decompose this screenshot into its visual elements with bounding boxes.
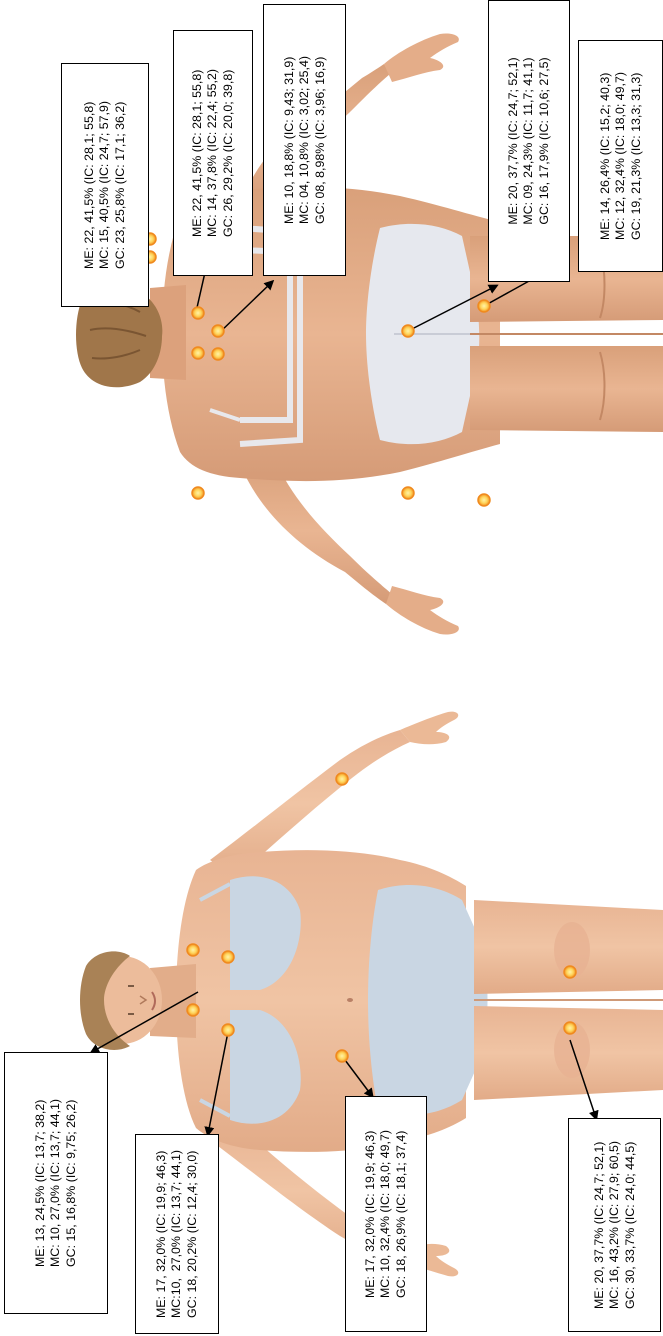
back-point-low-cervical — [192, 487, 204, 499]
front-head-me: ME: 13, 24,5% (IC: 13,7; 38,2) — [33, 1099, 48, 1267]
back-point-trapezius-2 — [192, 347, 204, 359]
back-trapezius-me: ME: 22, 41,5% (IC: 28,1; 55,8) — [190, 69, 205, 237]
back-hand-lower — [386, 586, 459, 635]
back-gluteal-gc: GC: 16, 17,9% (IC: 10,6; 27,5) — [537, 57, 552, 224]
back-trochanter-mc: MC: 12, 32,4% (IC: 18,0; 49,7) — [613, 72, 628, 240]
back-point-trochanter-2 — [478, 494, 490, 506]
back-point-trochanter-1 — [478, 300, 490, 312]
front-point-epicondyle-1 — [336, 1050, 348, 1062]
back-trochanter-box: ME: 14, 26,4% (IC: 15,2; 40,3) MC: 12, 3… — [578, 40, 663, 272]
front-underwear — [368, 885, 488, 1115]
back-leg-lower — [470, 346, 663, 432]
front-chest-mc: MC:10, 27,0% (IC: 13,7; 44,1) — [169, 1150, 184, 1318]
front-point-low-cervical-2 — [187, 944, 199, 956]
front-arm-gc: GC: 18, 26,9% (IC: 18,1; 37,4) — [394, 1130, 409, 1298]
front-knee-me: ME: 20, 37,7% (IC: 24,7; 52,1) — [591, 1141, 606, 1309]
front-point-second-rib-2 — [222, 951, 234, 963]
front-head-box: ME: 13, 24,5% (IC: 13,7; 38,2) MC: 10, 2… — [4, 1052, 108, 1314]
back-point-gluteal-2 — [402, 487, 414, 499]
back-trapezius-gc: GC: 26, 29,2% (IC: 20,0; 39,8) — [221, 69, 236, 237]
back-supraspinatus-me: ME: 10, 18,8% (IC: 9,43; 31,9) — [281, 56, 296, 224]
back-point-supraspinatus-1 — [212, 325, 224, 337]
back-gluteal-box: ME: 20, 37,7% (IC: 24,7; 52,1) MC: 09, 2… — [488, 0, 570, 282]
front-arm-mc: MC: 10, 32,4% (IC: 18,0; 49,7) — [378, 1130, 393, 1298]
front-chest-me: ME: 17, 32,0% (IC: 19,9; 46,3) — [154, 1150, 169, 1318]
front-head-gc: GC: 15, 16,8% (IC: 9,75; 26,2) — [64, 1099, 79, 1267]
back-point-gluteal-1 — [402, 325, 414, 337]
back-occiput-me: ME: 22, 41,5% (IC: 28,1; 55,8) — [82, 101, 97, 269]
back-body — [76, 33, 663, 634]
back-trapezius-mc: MC: 14, 37,8% (IC: 22,4; 55,2) — [205, 69, 220, 237]
front-knee-box: ME: 20, 37,7% (IC: 24,7; 52,1) MC: 16, 4… — [568, 1118, 661, 1332]
back-occiput-mc: MC: 15, 40,5% (IC: 24,7; 57,9) — [97, 101, 112, 269]
back-point-supraspinatus-2 — [212, 348, 224, 360]
back-trapezius-box: ME: 22, 41,5% (IC: 28,1; 55,8) MC: 14, 3… — [173, 30, 253, 276]
front-knee-gc: GC: 30, 33,7% (IC: 24,0; 44,5) — [622, 1141, 637, 1309]
back-hand-upper — [384, 33, 459, 82]
back-occiput-box: ME: 22, 41,5% (IC: 28,1; 55,8) MC: 15, 4… — [61, 63, 149, 307]
back-gluteal-me: ME: 20, 37,7% (IC: 24,7; 52,1) — [506, 57, 521, 224]
back-occiput-gc: GC: 23, 25,8% (IC: 17,1; 36,2) — [113, 101, 128, 269]
back-trochanter-gc: GC: 19, 21,3% (IC: 13,3; 31,3) — [628, 72, 643, 240]
front-point-low-cervical-1 — [187, 1004, 199, 1016]
front-arm-box: ME: 17, 32,0% (IC: 19,9; 46,3) MC: 10, 3… — [345, 1096, 427, 1332]
back-gluteal-mc: MC: 09, 24,3% (IC: 11,7; 41,1) — [521, 57, 536, 224]
front-head-mc: MC: 10, 27,0% (IC: 13,7; 44,1) — [48, 1099, 63, 1267]
back-supraspinatus-box: ME: 10, 18,8% (IC: 9,43; 31,9) MC: 04, 1… — [263, 4, 346, 276]
front-point-knee-2 — [564, 966, 576, 978]
back-trochanter-me: ME: 14, 26,4% (IC: 15,2; 40,3) — [597, 72, 612, 240]
front-point-epicondyle-2 — [336, 773, 348, 785]
back-point-trapezius-1 — [192, 307, 204, 319]
back-supraspinatus-mc: MC: 04, 10,8% (IC: 3,02; 25,4) — [297, 56, 312, 224]
back-supraspinatus-gc: GC: 08, 8,98% (IC: 3,96; 16,9) — [312, 56, 327, 224]
front-point-second-rib-1 — [222, 1024, 234, 1036]
front-chest-box: ME: 17, 32,0% (IC: 19,9; 46,3) MC:10, 27… — [135, 1134, 219, 1334]
front-chest-gc: GC: 18, 20,2% (IC: 12,4; 30,0) — [185, 1150, 200, 1318]
front-hand-upper — [400, 712, 458, 745]
front-knee-mc: MC: 16, 43,2% (IC: 27,9; 60,5) — [607, 1141, 622, 1309]
front-arm-me: ME: 17, 32,0% (IC: 19,9; 46,3) — [363, 1130, 378, 1298]
front-point-knee-1 — [564, 1022, 576, 1034]
